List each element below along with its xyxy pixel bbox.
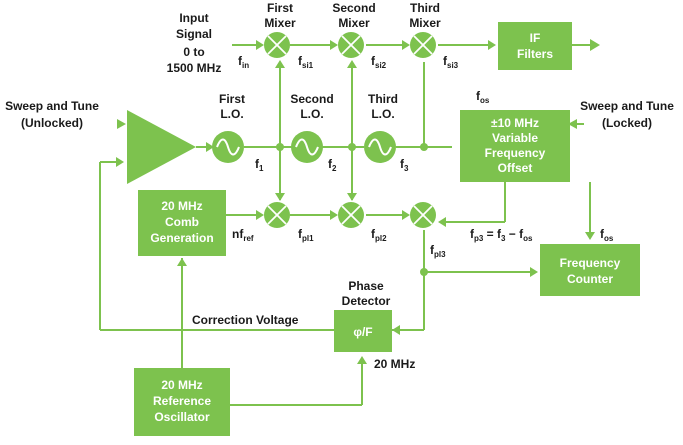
- f-pl3-label: fpl3: [430, 243, 446, 259]
- frequency-offset-box: [460, 110, 570, 182]
- f2-label: f2: [328, 157, 337, 173]
- mixer-first: [264, 32, 290, 58]
- f-si1-label: fsi1: [298, 54, 314, 70]
- oscillator-first-lo: [212, 131, 244, 163]
- comb-generation-box: [138, 190, 226, 256]
- oscillator-third-lo: [364, 131, 396, 163]
- phase-detector-symbol: φ/F: [353, 325, 372, 339]
- mixer-third: [410, 32, 436, 58]
- f-in-label: fin: [238, 54, 249, 70]
- sweep-amplifier: [127, 110, 196, 184]
- mixer-second: [338, 32, 364, 58]
- f3-label: f3: [400, 157, 409, 173]
- nf-ref-label: nfref: [232, 227, 254, 243]
- reference-oscillator-box: [134, 368, 230, 436]
- frequency-counter-box: [540, 244, 640, 296]
- phase-detector-box: [334, 310, 392, 352]
- correction-voltage-label: Correction Voltage: [192, 313, 299, 327]
- mhz20-label: 20 MHz: [374, 357, 415, 371]
- arrowheads: [116, 39, 600, 364]
- if-filters-box: [498, 22, 572, 70]
- sweep-unlocked-label: Sweep and Tune(Unlocked): [5, 99, 99, 130]
- f1-label: f1: [255, 157, 264, 173]
- f-os-right-label: fos: [600, 227, 614, 243]
- mixer-pl2: [338, 202, 364, 228]
- f-pl2-label: fpl2: [371, 227, 387, 243]
- mixer-pl3: [410, 202, 436, 228]
- signal-wires: [99, 44, 592, 406]
- sweep-locked-label: Sweep and Tune(Locked): [580, 99, 674, 130]
- f-pl1-label: fpl1: [298, 227, 314, 243]
- mixer-pl1: [264, 202, 290, 228]
- f-si3-label: fsi3: [443, 54, 459, 70]
- f-os-top-label: fos: [476, 89, 490, 105]
- junction-dots: [276, 143, 428, 276]
- fp3-equation-label: fp3 = f3 − fos: [470, 227, 533, 243]
- oscillator-second-lo: [291, 131, 323, 163]
- f-si2-label: fsi2: [371, 54, 387, 70]
